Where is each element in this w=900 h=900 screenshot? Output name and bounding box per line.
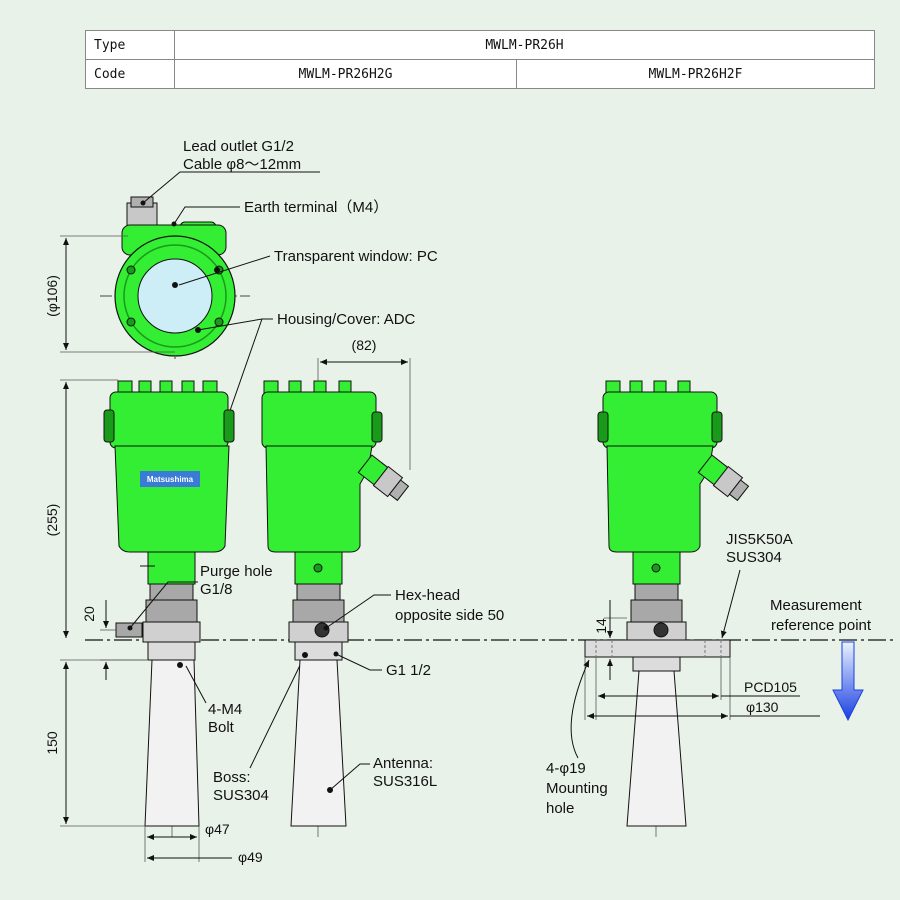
- bolt-label: 4-M4: [208, 701, 242, 718]
- housing-label: Housing/Cover: ADC: [277, 311, 416, 328]
- thread-g1-half: [147, 641, 196, 661]
- dim-phi49-label: φ49: [238, 849, 263, 865]
- mounting-hole-label: hole: [546, 800, 574, 817]
- antenna-label: Antenna:: [373, 755, 433, 772]
- brand-plate: [140, 471, 200, 487]
- mounting-hole-count-label: 4-φ19: [546, 760, 586, 777]
- flange-callouts: JIS5K50A SUS304 Measurement reference po…: [546, 531, 872, 817]
- dim-phi106: (φ106): [44, 235, 175, 353]
- antenna-material-label: SUS316L: [373, 773, 437, 790]
- table-row: Code MWLM-PR26H2G MWLM-PR26H2F: [85, 59, 875, 89]
- earth-terminal-label: Earth terminal（M4）: [244, 199, 388, 216]
- hex-head-label: Hex-head: [395, 587, 460, 604]
- dim-255-label: (255): [44, 504, 60, 537]
- front-view: Matsushima: [103, 380, 235, 840]
- mounting-label: Mounting: [546, 780, 608, 797]
- transparent-window: [137, 258, 213, 334]
- measurement-direction-arrow: [832, 641, 864, 722]
- dims-flange: 14 PCD105 φ130: [584, 600, 820, 720]
- code-header: Code: [85, 59, 175, 89]
- flange-material-label: SUS304: [726, 549, 782, 566]
- boss-label: Boss:: [213, 769, 251, 786]
- dims-antenna: φ47 φ49: [144, 821, 263, 865]
- spec-table: Type MWLM-PR26H Code MWLM-PR26H2G MWLM-P…: [85, 30, 875, 89]
- front-callouts: Purge hole G1/8 4-M4 Bolt Boss: SUS304: [127, 563, 308, 804]
- side-view: [261, 380, 410, 840]
- side-cable-gland: [357, 454, 410, 502]
- thread-label: G1 1/2: [386, 662, 431, 679]
- dim-82-label: (82): [352, 337, 377, 353]
- flange-view: [584, 380, 750, 840]
- housing-neck: [147, 551, 196, 585]
- dim-82: (82): [317, 337, 411, 470]
- housing-cover: [109, 391, 229, 449]
- dim-pcd105-label: PCD105: [744, 679, 797, 695]
- reference-point-label: reference point: [771, 617, 872, 634]
- measurement-label: Measurement: [770, 597, 863, 614]
- hex-head: [142, 621, 201, 643]
- top-view: [100, 196, 250, 360]
- code-value-g: MWLM-PR26H2G: [174, 59, 517, 89]
- bolt-label-2: Bolt: [208, 719, 235, 736]
- top-callouts: Lead outlet G1/2 Cable φ8～12mm Earth ter…: [140, 138, 438, 468]
- antenna: [144, 659, 200, 827]
- dim-phi47-label: φ47: [205, 821, 230, 837]
- purge-hole-label: Purge hole: [200, 563, 273, 580]
- cable-label: Cable φ8～12mm: [183, 156, 301, 173]
- code-value-f: MWLM-PR26H2F: [516, 59, 875, 89]
- window-label: Transparent window: PC: [274, 248, 438, 265]
- dim-14-label: 14: [593, 618, 609, 634]
- boss-material-label: SUS304: [213, 787, 269, 804]
- side-callouts: Hex-head opposite side 50 G1 1/2 Antenna…: [323, 587, 504, 791]
- dim-phi106-label: (φ106): [44, 275, 60, 317]
- dim-150-label: 150: [44, 731, 60, 755]
- lead-outlet-label: Lead outlet G1/2: [183, 138, 294, 155]
- flange: [584, 639, 731, 658]
- dims-left: (255) 150 20: [44, 379, 148, 827]
- table-row: Type MWLM-PR26H: [85, 30, 875, 60]
- purge-hole-size-label: G1/8: [200, 581, 233, 598]
- hex-head-size-label: opposite side 50: [395, 607, 504, 624]
- flange-standard-label: JIS5K50A: [726, 531, 793, 548]
- housing-body: [114, 445, 230, 553]
- brand-label: Matsushima: [147, 475, 194, 484]
- dim-20-label: 20: [81, 606, 97, 622]
- type-header: Type: [85, 30, 175, 60]
- dim-phi130-label: φ130: [746, 699, 779, 715]
- type-value: MWLM-PR26H: [174, 30, 875, 60]
